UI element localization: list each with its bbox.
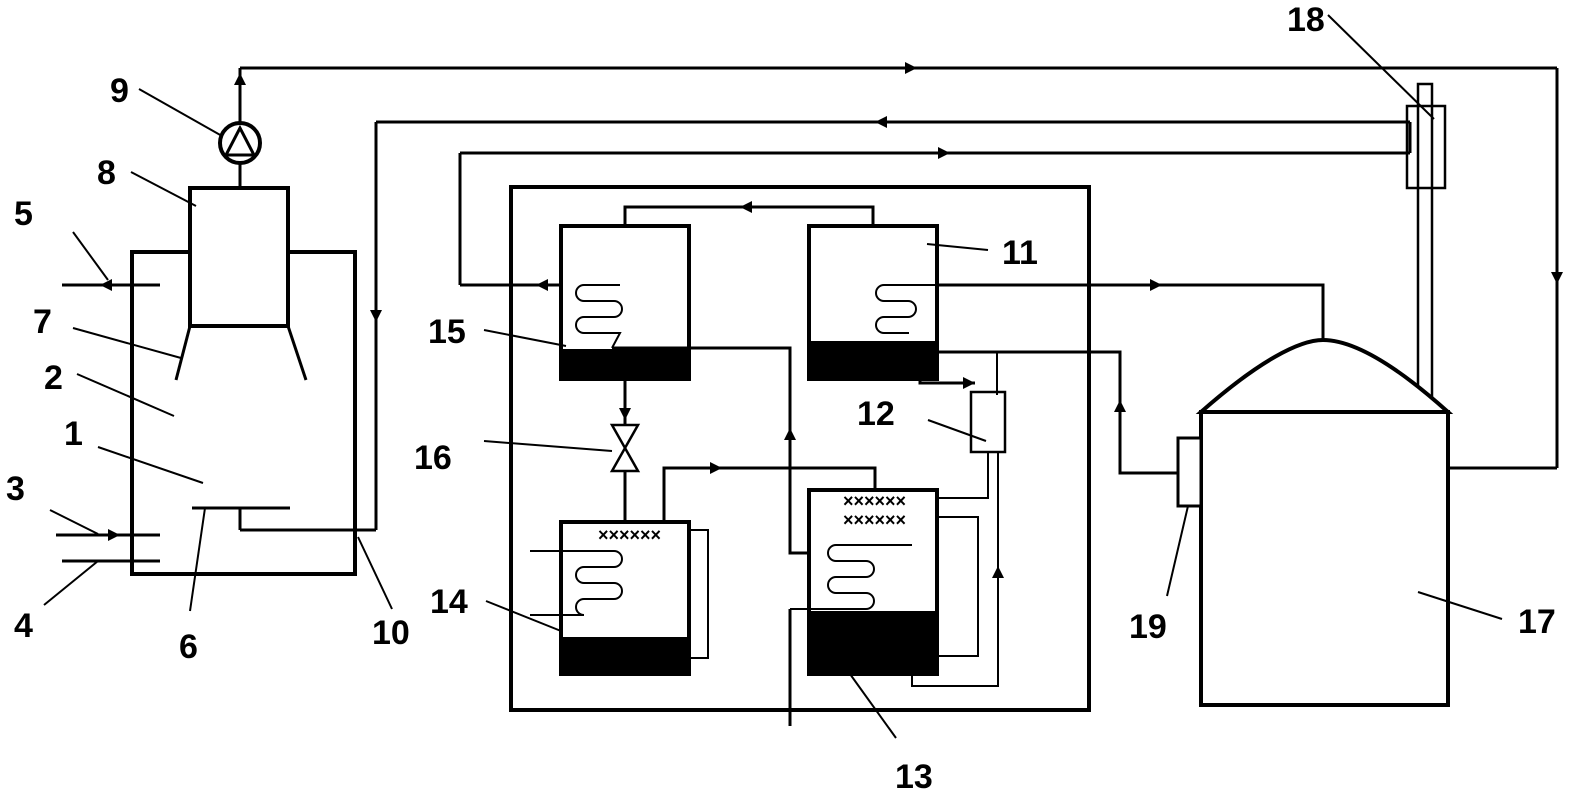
label-4: 4 bbox=[14, 607, 33, 645]
label-12: 12 bbox=[857, 395, 895, 433]
vessel-17-dome bbox=[1195, 337, 1454, 414]
coil-15 bbox=[575, 284, 623, 349]
tube-18 bbox=[1416, 82, 1434, 398]
hood-skirt-right bbox=[286, 325, 308, 381]
label-2: 2 bbox=[44, 359, 63, 397]
label-15: 15 bbox=[428, 313, 466, 351]
leader-lines bbox=[43, 14, 1503, 739]
label-14: 14 bbox=[430, 583, 468, 621]
valve-icon bbox=[609, 423, 641, 473]
unit-12 bbox=[969, 390, 1007, 454]
label-6: 6 bbox=[179, 628, 198, 666]
crystal-marks-13b: ×××××× bbox=[843, 510, 906, 530]
label-19: 19 bbox=[1129, 608, 1167, 646]
crystal-marks-14: ×××××× bbox=[598, 525, 661, 545]
unit-19 bbox=[1176, 436, 1203, 508]
label-18: 18 bbox=[1287, 1, 1325, 39]
line-11-to-17 bbox=[937, 283, 1325, 340]
coil-13 bbox=[790, 544, 912, 610]
hood-skirt-left bbox=[174, 325, 192, 381]
hood-unit-8 bbox=[188, 186, 290, 328]
coil-11 bbox=[875, 284, 937, 334]
label-7: 7 bbox=[33, 303, 52, 341]
label-8: 8 bbox=[97, 154, 116, 192]
label-3: 3 bbox=[6, 470, 25, 508]
label-10: 10 bbox=[372, 614, 410, 652]
central-enclosure bbox=[509, 185, 1091, 712]
label-9: 9 bbox=[110, 72, 129, 110]
crystal-marks-13a: ×××××× bbox=[843, 491, 906, 511]
coil-14 bbox=[530, 550, 623, 616]
label-11: 11 bbox=[1002, 234, 1038, 272]
label-13: 13 bbox=[895, 758, 933, 796]
label-1: 1 bbox=[64, 415, 83, 453]
pump-icon bbox=[218, 121, 262, 165]
vessel-17 bbox=[1199, 410, 1450, 707]
heat-exchanger-18 bbox=[1405, 104, 1447, 190]
label-16: 16 bbox=[414, 439, 452, 477]
label-17: 17 bbox=[1518, 603, 1556, 641]
label-5: 5 bbox=[14, 195, 33, 233]
